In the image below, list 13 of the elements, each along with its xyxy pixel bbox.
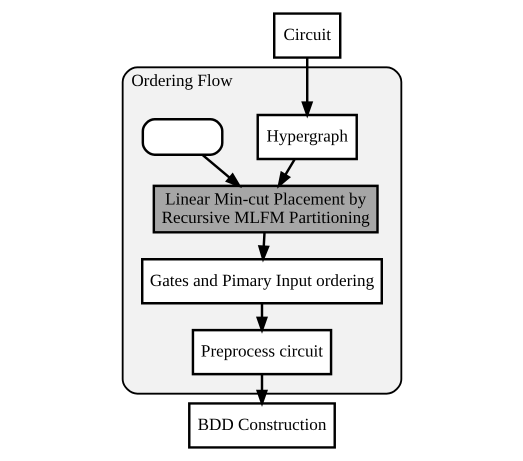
- node-box: Hypergraph: [256, 114, 358, 160]
- node-box: Linear Min-cut Placement by Recursive MLFM Partitioning: [152, 184, 378, 234]
- node-box: Preprocess circuit: [191, 328, 332, 376]
- node-box: BDD Construction: [188, 402, 336, 449]
- node-box: [141, 118, 223, 156]
- arrow: [300, 58, 313, 119]
- arrow: [276, 158, 296, 189]
- node-box: Circuit: [272, 12, 341, 59]
- node-box: Gates and Pimary Input ordering: [140, 258, 382, 304]
- arrow: [200, 154, 242, 188]
- arrow: [256, 374, 268, 407]
- arrow: [257, 232, 270, 263]
- arrow: [256, 303, 268, 334]
